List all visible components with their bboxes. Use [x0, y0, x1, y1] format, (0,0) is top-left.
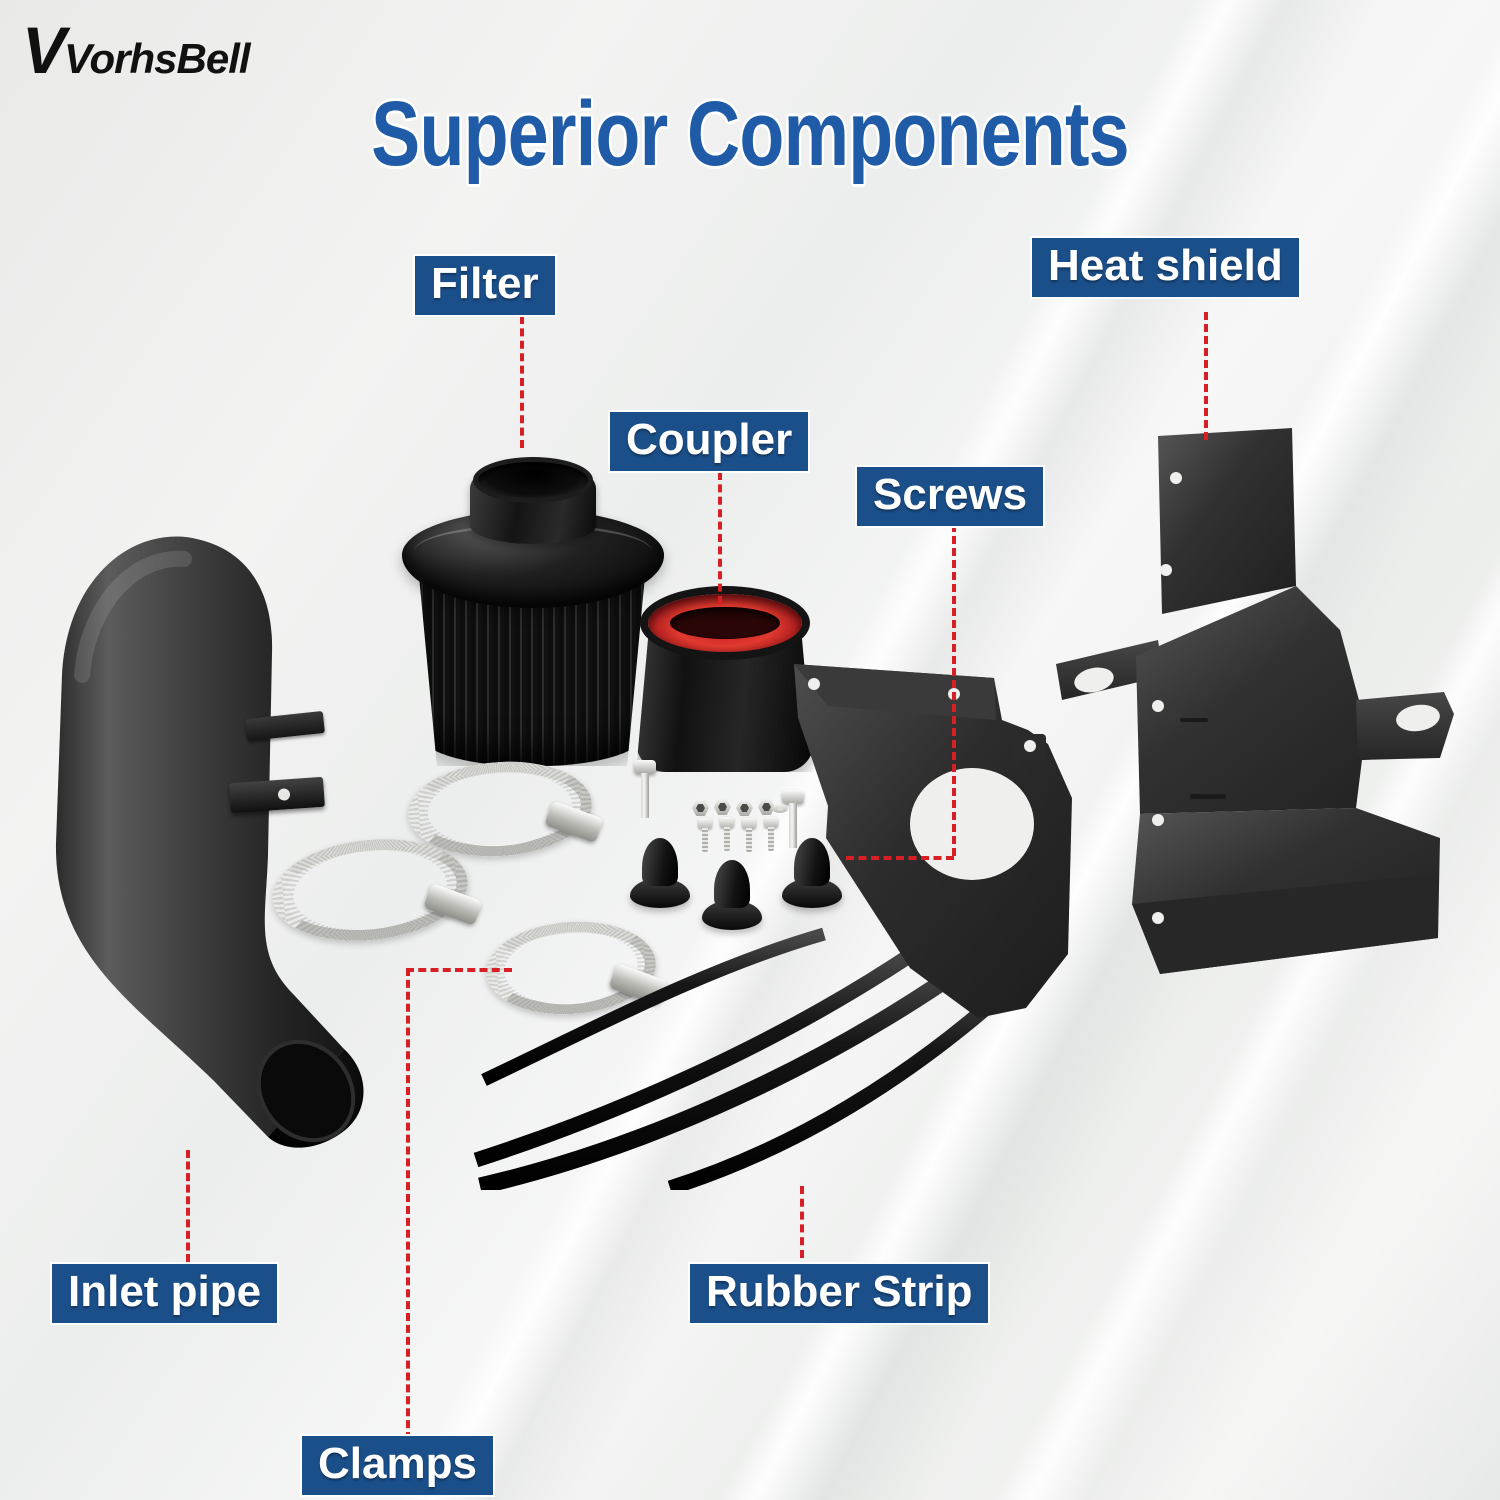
- leader-line-filter: [520, 316, 524, 448]
- washer: [772, 804, 788, 813]
- bolt: [742, 818, 756, 852]
- part-coupler: [630, 588, 820, 778]
- stud-bolt: [782, 790, 804, 848]
- label-inlet-pipe[interactable]: Inlet pipe: [50, 1262, 280, 1326]
- bolt: [764, 817, 778, 851]
- rubber-grommet: [630, 838, 690, 908]
- hex-nut: [692, 800, 709, 816]
- hex-nut: [714, 799, 731, 815]
- part-air-filter: [398, 452, 668, 782]
- page-title: Superior Components: [371, 83, 1129, 185]
- leader-line-clamps: [406, 968, 410, 1440]
- bolt: [698, 818, 712, 852]
- leader-line-screws-bend: [846, 856, 954, 860]
- label-rubber-strip[interactable]: Rubber Strip: [688, 1262, 991, 1326]
- coupler-red-bore: [648, 594, 802, 652]
- part-heat-shield-main: [1040, 418, 1460, 1018]
- stud-bolt: [634, 760, 656, 818]
- leader-line-coupler: [718, 472, 722, 604]
- part-heat-shield-panel-secondary: [790, 648, 1090, 1038]
- rubber-grommet: [702, 860, 762, 930]
- label-heat-shield[interactable]: Heat shield: [1030, 236, 1301, 300]
- part-hardware-set: [630, 760, 860, 930]
- label-filter[interactable]: Filter: [413, 254, 557, 318]
- hex-nut: [736, 800, 753, 816]
- part-inlet-pipe: [18, 525, 388, 1165]
- leader-line-heat-shield: [1204, 312, 1208, 440]
- brand-logo-name: VorhsBell: [64, 35, 250, 82]
- rubber-grommet: [782, 838, 842, 908]
- heat-shield-main-shape: [1056, 428, 1454, 974]
- leader-line-clamps-bend: [406, 968, 512, 972]
- hex-nut: [758, 799, 775, 815]
- inlet-pipe-shape: [55, 536, 364, 1148]
- leader-line-rubber-strip: [800, 1186, 804, 1258]
- label-coupler[interactable]: Coupler: [608, 410, 811, 474]
- leader-line-screws: [952, 524, 956, 856]
- leader-line-inlet-pipe: [186, 1150, 190, 1262]
- heat-shield-secondary-shape: [794, 664, 1072, 1018]
- brand-logo: V VorhsBell: [22, 13, 251, 87]
- label-screws[interactable]: Screws: [855, 465, 1046, 529]
- air-filter-inlet-opening: [478, 462, 588, 498]
- bolt: [720, 817, 734, 851]
- label-clamps[interactable]: Clamps: [300, 1434, 495, 1498]
- brand-logo-mark: V: [22, 13, 66, 87]
